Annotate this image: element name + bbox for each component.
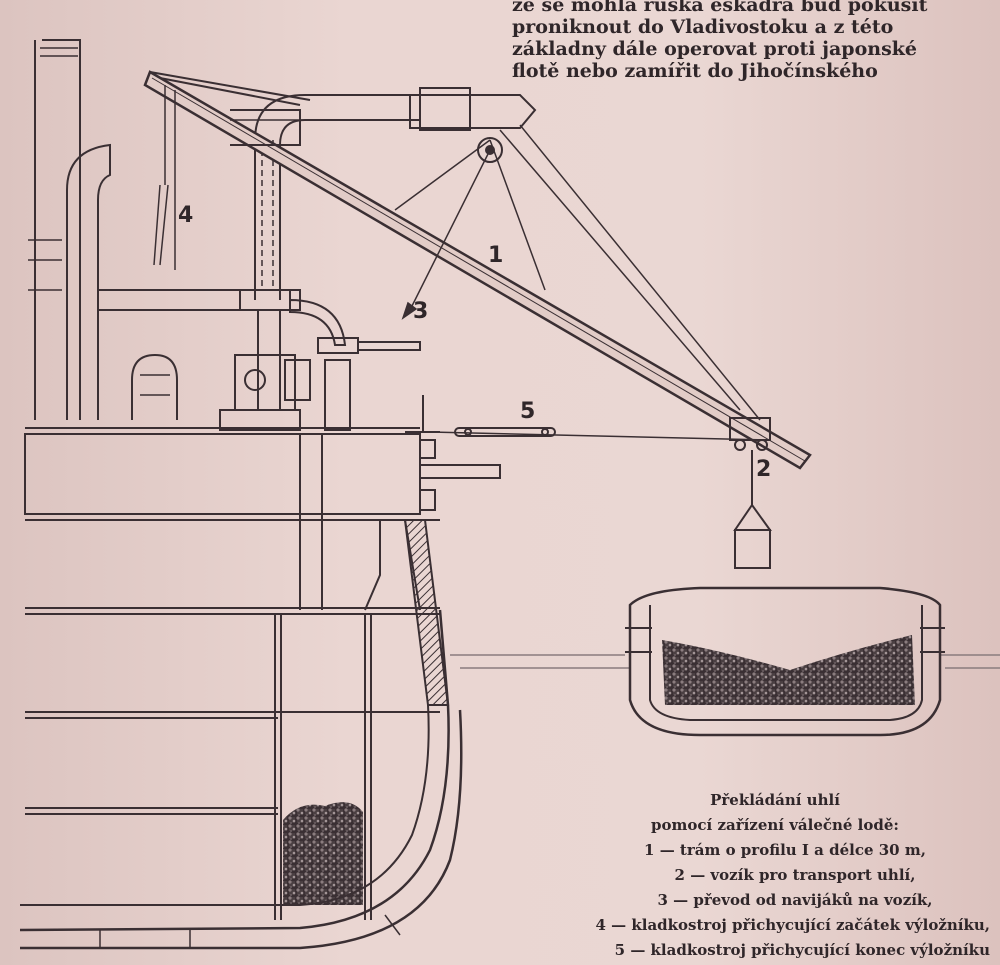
text-line: základny dále operovat proti japonské xyxy=(512,38,918,60)
legend-item: 4 — kladkostroj přichycující začátek výl… xyxy=(595,916,990,934)
caption-legend: 1 — trám o profilu I a délce 30 m, 2 — v… xyxy=(560,838,990,963)
callout-4: 4 xyxy=(178,203,193,228)
legend-item: 3 — převod od navijáků na vozík, xyxy=(657,891,933,909)
caption-subtitle: pomocí zařízení válečné lodě: xyxy=(651,816,899,834)
caption-title: Překládání uhlí xyxy=(710,791,840,809)
callout-2: 2 xyxy=(756,457,771,482)
callout-3: 3 xyxy=(413,299,428,324)
coal-barge xyxy=(625,586,945,737)
legend-item: 5 — kladkostroj přichycující konec výlož… xyxy=(614,941,990,959)
text-line: flotě nebo zamířit do Jihočínského xyxy=(512,60,878,82)
text-line: proniknout do Vladivostoku a z této xyxy=(512,16,894,38)
water-surface xyxy=(450,654,1000,669)
text-line: že se mohla ruská eskadra buď pokusit xyxy=(512,0,928,16)
tackle-5 xyxy=(405,395,556,437)
callout-5: 5 xyxy=(520,399,535,424)
legend-item: 2 — vozík pro transport uhlí, xyxy=(674,866,916,884)
warship-hull xyxy=(19,39,501,950)
body-text-fragment: že se mohla ruská eskadra buď pokusit pr… xyxy=(512,0,932,82)
rigging xyxy=(153,85,771,441)
boom-beam xyxy=(143,70,812,470)
legend-item: 1 — trám o profilu I a délce 30 m, xyxy=(644,841,926,859)
trolley-bucket xyxy=(729,417,772,569)
figure-caption: Překládání uhlí pomocí zařízení válečné … xyxy=(560,788,990,963)
callout-1: 1 xyxy=(488,243,503,268)
